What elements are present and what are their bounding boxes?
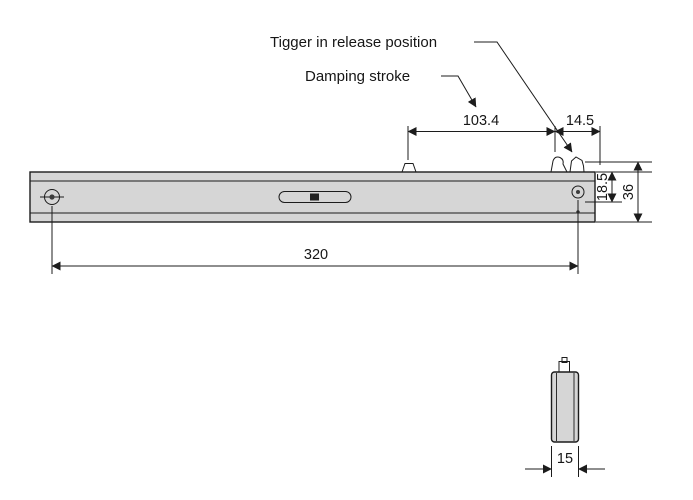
hole-inner-dot <box>576 190 580 194</box>
dim-end-width: 15 <box>525 446 605 477</box>
hole-inner-dot <box>49 194 55 200</box>
trigger-leader-line <box>474 41 573 153</box>
trigger-release-label: Tigger in release position <box>270 34 437 51</box>
damping-stroke-label: Damping stroke <box>305 68 410 85</box>
dim-36-value: 36 <box>621 184 637 200</box>
trigger-hook <box>550 156 568 173</box>
dim-18-5-value: 18.5 <box>595 173 611 201</box>
dim-103-4-value: 103.4 <box>463 113 499 129</box>
end-view-body <box>550 371 580 443</box>
trigger-callout: Tigger in release position <box>270 34 573 153</box>
rail-end-view <box>550 357 580 443</box>
slot-outline <box>278 191 352 203</box>
dim-heights: 18.5 36 <box>585 161 652 223</box>
hole-outer-circle <box>44 189 60 205</box>
dim-14-5-value: 14.5 <box>566 113 594 129</box>
damping-callout: Damping stroke <box>305 68 477 108</box>
left-mounting-hole <box>40 189 64 205</box>
end-view-tab <box>558 361 570 373</box>
dim-15-value: 15 <box>557 451 573 467</box>
dim-overall-length: 320 <box>51 200 579 274</box>
rail-side-view <box>29 156 596 223</box>
trigger-end-cap <box>569 156 585 173</box>
dim-trigger-travel: 14.5 <box>554 113 601 165</box>
adjustment-slot <box>278 191 352 203</box>
damper-stop-bump <box>401 163 417 173</box>
end-view-nub <box>561 357 568 363</box>
dim-320-value: 320 <box>304 247 328 263</box>
damping-leader-line <box>441 75 477 108</box>
trigger-latch <box>550 156 585 173</box>
slot-slider-mark <box>310 193 319 201</box>
dim-damping-stroke: 103.4 <box>407 113 556 160</box>
hole-outer-circle <box>571 185 585 199</box>
